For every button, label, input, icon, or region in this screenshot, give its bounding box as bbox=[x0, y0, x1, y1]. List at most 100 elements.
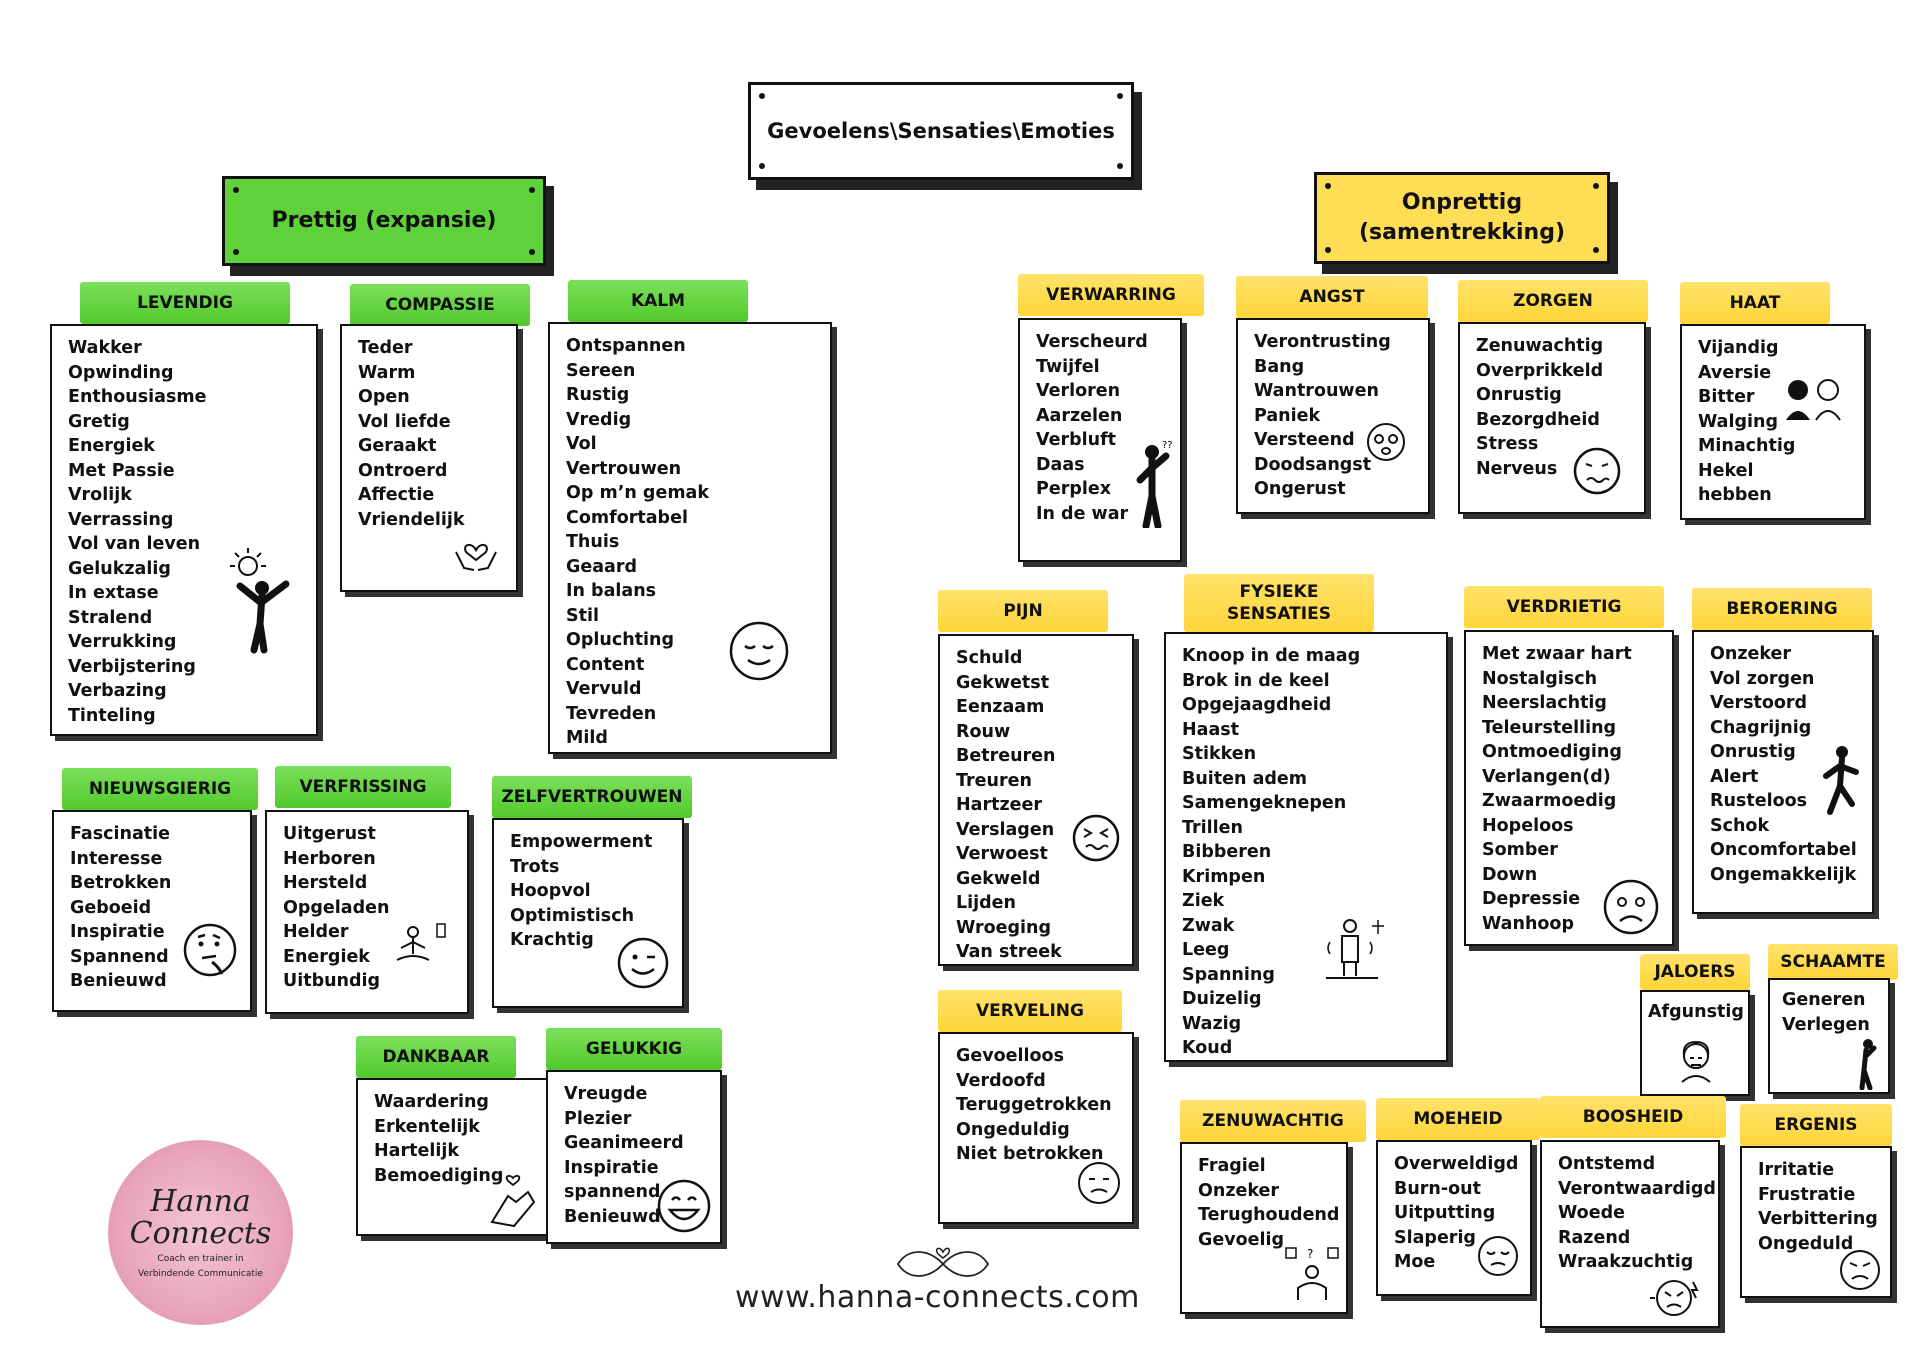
feeling-item: Terughoudend bbox=[1198, 1205, 1340, 1225]
feeling-list: Afgunstig bbox=[1648, 1000, 1744, 1025]
bored-face-icon bbox=[1078, 1162, 1120, 1204]
feeling-item: Trots bbox=[510, 856, 560, 877]
feeling-item: Lijden bbox=[956, 893, 1017, 913]
feeling-item: In balans bbox=[566, 581, 657, 601]
feeling-item: Koud bbox=[1182, 1038, 1233, 1058]
feeling-item: Ontroerd bbox=[358, 460, 448, 481]
feeling-list: Fragiel Onzeker Terughoudend Gevoelig bbox=[1198, 1154, 1340, 1252]
category-label: BOOSHEID bbox=[1540, 1096, 1726, 1138]
feeling-item: Inspiratie bbox=[564, 1157, 659, 1178]
feeling-item: Schuld bbox=[956, 648, 1023, 668]
feeling-item: Thuis bbox=[566, 532, 620, 552]
website-link[interactable]: www.hanna-connects.com bbox=[735, 1280, 1140, 1315]
feeling-item: Stress bbox=[1476, 434, 1539, 454]
calm-smiley-icon bbox=[729, 621, 789, 681]
svg-text:?: ? bbox=[1307, 1247, 1313, 1261]
feeling-item: Vol bbox=[566, 434, 597, 454]
feeling-item: Helder bbox=[283, 922, 349, 942]
feeling-item: Hersteld bbox=[283, 873, 368, 893]
winking-smiley-icon bbox=[617, 937, 669, 989]
feeling-item: Verwoest bbox=[956, 844, 1048, 864]
feeling-item: Teruggetrokken bbox=[956, 1095, 1112, 1115]
feeling-item: Zwak bbox=[1182, 915, 1235, 936]
feeling-item: Gelukzalig bbox=[68, 558, 171, 579]
feeling-item: Vol liefde bbox=[358, 411, 451, 432]
feeling-list: Verontrusting Bang Wantrouwen Paniek Ver… bbox=[1254, 330, 1414, 502]
feeling-item: Verbazing bbox=[68, 681, 167, 701]
confused-person-icon: ?? bbox=[1136, 440, 1173, 528]
feeling-item: Spanning bbox=[1182, 964, 1275, 985]
feeling-item: Vol van leven bbox=[68, 534, 201, 554]
ashamed-person-icon bbox=[1859, 1039, 1877, 1090]
feeling-item: Wantrouwen bbox=[1254, 381, 1379, 401]
joyful-person-sun-icon bbox=[230, 548, 290, 654]
feeling-item: Overweldigd bbox=[1394, 1154, 1519, 1174]
logo-tagline-line2: Verbindende Communicatie bbox=[138, 1268, 263, 1279]
feeling-item: Verdoofd bbox=[956, 1070, 1046, 1091]
unpleasant-heading-line1: Onprettig bbox=[1401, 190, 1523, 215]
feeling-item: Gretig bbox=[68, 411, 130, 432]
feeling-item: Erkentelijk bbox=[374, 1116, 480, 1137]
pleasant-heading-text: Prettig (expansie) bbox=[271, 208, 497, 233]
feeling-item: Nerveus bbox=[1476, 458, 1558, 479]
meditation-battery-icon bbox=[396, 923, 446, 961]
feeling-item: Vrolijk bbox=[68, 485, 132, 505]
feeling-item: Schok bbox=[1710, 815, 1770, 836]
decision-person-icon: ? bbox=[1285, 1247, 1339, 1300]
category-label: GELUKKIG bbox=[546, 1028, 722, 1070]
annoyed-face-icon bbox=[1840, 1250, 1880, 1290]
heart-hands-icon bbox=[455, 544, 497, 571]
feeling-item: Gevoelloos bbox=[956, 1046, 1064, 1066]
feeling-list: Overweldigd Burn-out Uitputting Slaperig… bbox=[1394, 1152, 1519, 1275]
feeling-list: Generen Verlegen bbox=[1782, 988, 1876, 1037]
infinity-heart-icon bbox=[896, 1247, 990, 1277]
feeling-item: Zenuwachtig bbox=[1476, 336, 1604, 356]
feeling-item: Van streek bbox=[956, 942, 1062, 962]
feeling-item: Versteend bbox=[1254, 430, 1355, 450]
feeling-item: Verontwaardigd bbox=[1558, 1178, 1716, 1199]
feeling-item: Zwaarmoedig bbox=[1482, 791, 1617, 811]
category-label-line2: SENSATIES bbox=[1227, 604, 1331, 624]
feeling-item: Tevreden bbox=[566, 703, 657, 724]
worried-face-icon bbox=[1573, 447, 1621, 495]
feeling-item: Fascinatie bbox=[70, 824, 171, 844]
feeling-list: Irritatie Frustratie Verbittering Ongedu… bbox=[1758, 1158, 1878, 1256]
feeling-item: Neerslachtig bbox=[1482, 693, 1607, 713]
category-label: BEROERING bbox=[1692, 588, 1872, 630]
feeling-item: Ongerust bbox=[1254, 479, 1346, 499]
category-label: ZENUWACHTIG bbox=[1180, 1100, 1366, 1142]
feeling-item: Enthousiasme bbox=[68, 387, 207, 407]
feeling-item: Moe bbox=[1394, 1252, 1436, 1272]
feeling-item: Affectie bbox=[358, 485, 435, 505]
feeling-item: Betrokken bbox=[70, 873, 172, 893]
feeling-item: hebben bbox=[1698, 485, 1772, 505]
feeling-list: Met zwaar hart Nostalgisch Neerslachtig … bbox=[1482, 642, 1658, 936]
feeling-item: Bitter bbox=[1698, 387, 1755, 407]
feeling-item: Oncomfortabel bbox=[1710, 840, 1857, 860]
feeling-item: Opluchting bbox=[566, 630, 675, 650]
feeling-item: Hartelijk bbox=[374, 1141, 459, 1161]
category-label: VERDRIETIG bbox=[1464, 586, 1664, 628]
page-title: Gevoelens\Sensaties\Emoties bbox=[767, 119, 1115, 143]
feeling-item: Ongeduldig bbox=[956, 1119, 1070, 1140]
feeling-item: Verbluft bbox=[1036, 430, 1117, 450]
feeling-item: Inspiratie bbox=[70, 922, 165, 942]
feeling-item: Open bbox=[358, 387, 410, 407]
feeling-item: Nostalgisch bbox=[1482, 668, 1598, 689]
feeling-item: Niet betrokken bbox=[956, 1144, 1104, 1164]
feeling-list: Knoop in de maag Brok in de keel Opgejaa… bbox=[1182, 644, 1432, 1061]
svg-text:??: ?? bbox=[1162, 440, 1173, 451]
feeling-item: Verbittering bbox=[1758, 1209, 1878, 1229]
feeling-list: Wakker Opwinding Enthousiasme Gretig Ene… bbox=[68, 336, 302, 728]
logo-name-line1: Hanna bbox=[150, 1183, 251, 1219]
category-label: ANGST bbox=[1236, 276, 1428, 318]
feeling-item: Verslagen bbox=[956, 819, 1055, 840]
feeling-item: Onzeker bbox=[1710, 644, 1792, 664]
feeling-item: Gekweld bbox=[956, 868, 1041, 889]
feeling-list: Schuld Gekwetst Eenzaam Rouw Betreuren T… bbox=[956, 646, 1118, 965]
praying-hands-icon bbox=[490, 1174, 536, 1228]
feeling-item: Stralend bbox=[68, 607, 153, 628]
tired-face-icon bbox=[1478, 1236, 1518, 1276]
feeling-item: Wraakzuchtig bbox=[1558, 1252, 1694, 1272]
feeling-item: Down bbox=[1482, 864, 1538, 885]
